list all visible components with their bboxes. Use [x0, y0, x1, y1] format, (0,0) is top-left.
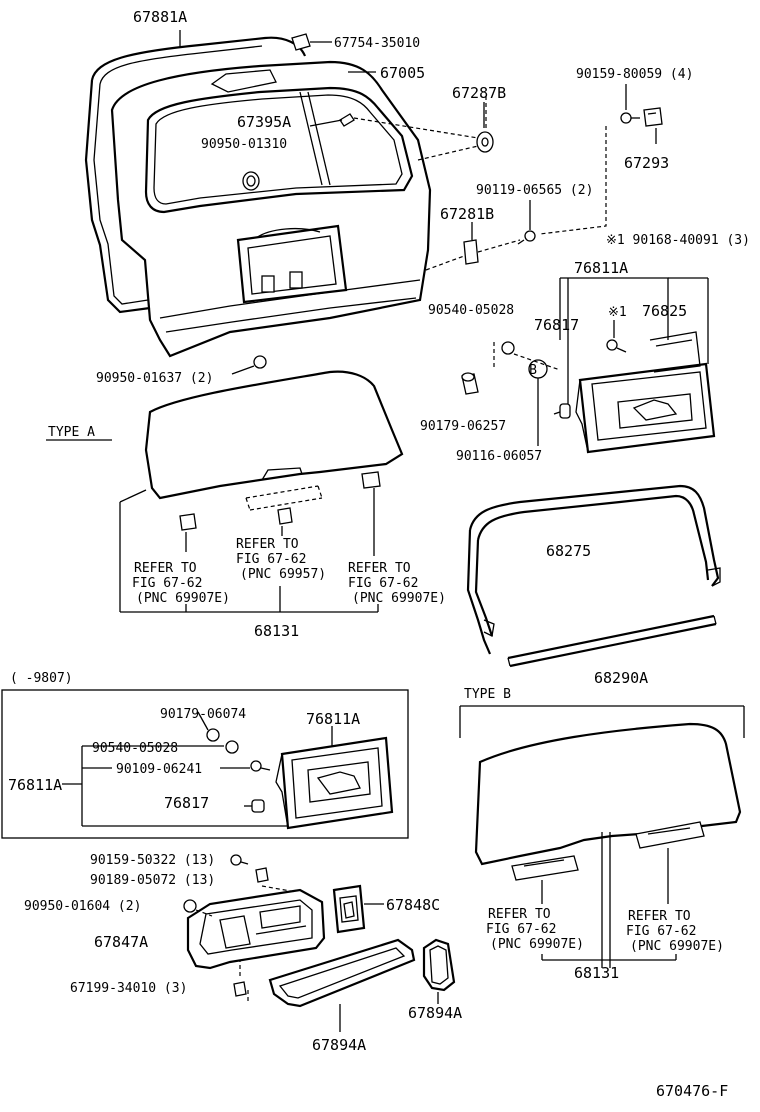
ref-b-left-1: REFER TO [488, 907, 551, 922]
ref-b-left-2: FIG 67-62 [486, 922, 556, 937]
label-90179-06074: 90179-06074 [160, 707, 246, 722]
nut-90540-top [501, 341, 515, 355]
license-lamp-assy-76811A-top [575, 331, 716, 454]
back-door-panel-67005 [110, 60, 432, 358]
label-67881A: 67881A [133, 8, 187, 26]
label-90168: ※1 90168-40091 (3) [606, 233, 750, 248]
label-type-a: TYPE A [48, 425, 95, 440]
label-67395A: 67395A [237, 113, 291, 131]
ref-a-left-2: FIG 67-62 [132, 576, 202, 591]
ref-b-right-2: FIG 67-62 [626, 924, 696, 939]
label-67894A-a: 67894A [312, 1036, 366, 1054]
socket-90179-06257 [461, 372, 479, 395]
screw-90119-06565 [517, 230, 536, 245]
figure-id: 670476-F [656, 1082, 728, 1100]
label-67894A-b: 67894A [408, 1004, 462, 1022]
cover-67847A [186, 888, 326, 970]
ref-a-mid-3: (PNC 69957) [240, 567, 326, 582]
label-90116: 90116-06057 [456, 449, 542, 464]
variant-box [1, 689, 409, 839]
trim-board-type-a [144, 370, 404, 511]
cover-67848C [332, 884, 366, 934]
clip-type-a-mid [277, 507, 293, 525]
weatherstrip-68275 [466, 484, 721, 655]
socket-90179-06074 [206, 728, 220, 742]
nut-67293 [643, 107, 663, 127]
label-67199: 67199-34010 (3) [70, 981, 187, 996]
label-type-b: TYPE B [464, 687, 511, 702]
label-76811A-left: 76811A [8, 776, 62, 794]
nut-90189-05072 [255, 867, 269, 883]
ref-a-mid-2: FIG 67-62 [236, 552, 306, 567]
label-76825: 76825 [642, 302, 687, 320]
label-90950-01310: 90950-01310 [201, 137, 287, 152]
label-90159-50322: 90159-50322 (13) [90, 853, 215, 868]
ref-b-right-3: (PNC 69907E) [630, 939, 724, 954]
screw-90159-80059 [620, 112, 640, 124]
label-67848C: 67848C [386, 896, 440, 914]
trim-board-type-b [474, 722, 742, 866]
label-68290A: 68290A [594, 669, 648, 687]
door-weatherstrip-67881A [84, 36, 307, 314]
clip-90950-01604 [183, 899, 197, 913]
label-68275: 68275 [546, 542, 591, 560]
label-star1: ※1 [608, 305, 627, 320]
label-68131-b: 68131 [574, 964, 619, 982]
ref-a-mid-1: REFER TO [236, 537, 299, 552]
label-76817-box: 76817 [164, 794, 209, 812]
clip-type-a-left [179, 513, 197, 531]
ref-a-right-1: REFER TO [348, 561, 411, 576]
label-circle-b: B [529, 363, 537, 378]
ref-a-left-3: (PNC 69907E) [136, 591, 230, 606]
ref-a-right-3: (PNC 69907E) [352, 591, 446, 606]
label-68131-a: 68131 [254, 622, 299, 640]
label-90950-01604: 90950-01604 (2) [24, 899, 141, 914]
ref-a-right-2: FIG 67-62 [348, 576, 418, 591]
label-90159-80059: 90159-80059 (4) [576, 67, 693, 82]
label-76811A-box: 76811A [306, 710, 360, 728]
license-lamp-assy-76811A-box [275, 736, 394, 830]
plug-90950-01637 [253, 355, 267, 369]
label-90109: 90109-06241 [116, 762, 202, 777]
label-76811A-top: 76811A [574, 259, 628, 277]
gasket-67894A-large [268, 938, 416, 1008]
gasket-67894A-small [422, 938, 456, 992]
label-67281B: 67281B [440, 205, 494, 223]
clip-type-b-right [635, 821, 705, 849]
label-90540-box: 90540-05028 [92, 741, 178, 756]
clip-67754 [291, 33, 332, 51]
label-90179-06257: 90179-06257 [420, 419, 506, 434]
clip-type-b-left [511, 855, 579, 881]
bumper-67287B [476, 131, 494, 153]
label-67847A: 67847A [94, 933, 148, 951]
screw-90159-50322 [230, 854, 249, 866]
label-76817-top: 76817 [534, 316, 579, 334]
label-90119: 90119-06565 (2) [476, 183, 593, 198]
screw-90109-06241 [250, 760, 271, 772]
label-67005: 67005 [380, 64, 425, 82]
label-90950-01637: 90950-01637 (2) [96, 371, 213, 386]
clip-type-a-right [361, 471, 381, 489]
bulb-76817-box [244, 799, 265, 813]
ref-b-left-3: (PNC 69907E) [490, 937, 584, 952]
label-90189: 90189-05072 (13) [90, 873, 215, 888]
clip-67395A [339, 113, 355, 127]
bracket-67281B [463, 239, 479, 265]
screw-star1 [606, 339, 618, 351]
label-date-range: ( -9807) [10, 671, 73, 686]
label-67754: 67754-35010 [334, 36, 420, 51]
weatherstrip-68290A [507, 614, 717, 668]
ref-a-left-1: REFER TO [134, 561, 197, 576]
clip-67199-34010 [233, 981, 247, 997]
label-67287B: 67287B [452, 84, 506, 102]
ref-b-right-1: REFER TO [628, 909, 691, 924]
nut-90540-box [225, 740, 239, 754]
label-90540-top: 90540-05028 [428, 303, 514, 318]
bulb-76817-top [553, 403, 571, 419]
label-67293: 67293 [624, 154, 669, 172]
